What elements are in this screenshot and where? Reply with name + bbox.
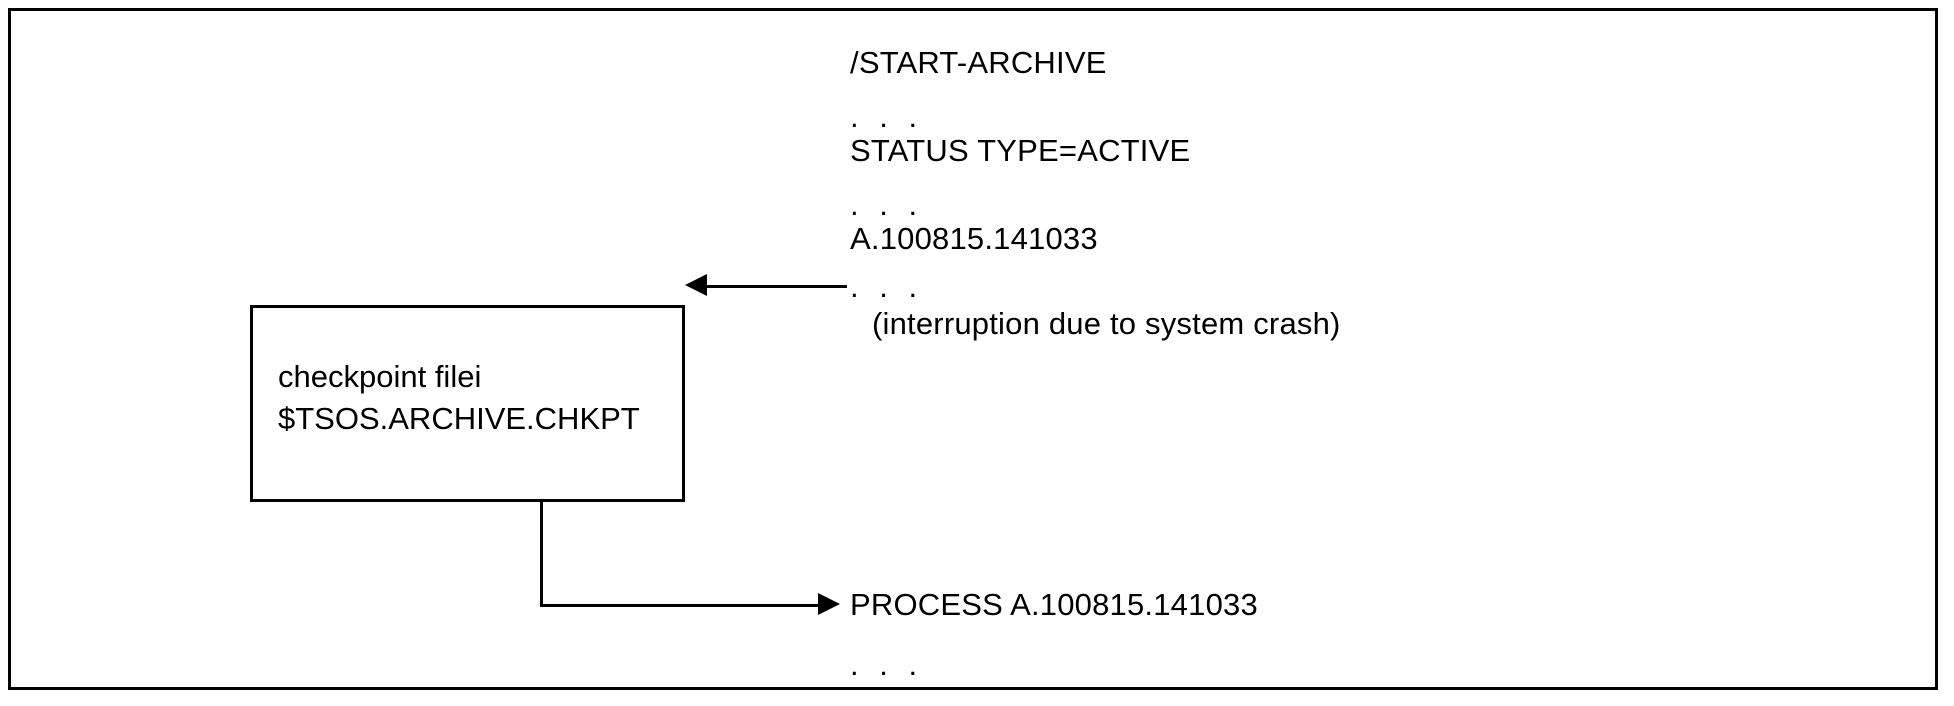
interruption-note: (interruption due to system crash) xyxy=(872,306,1341,341)
restart-connector-horizontal-line xyxy=(540,604,818,607)
ellipsis-3: . . . xyxy=(850,269,924,304)
command-line-status-type-active: STATUS TYPE=ACTIVE xyxy=(850,133,1191,168)
figure-border xyxy=(8,8,1938,690)
restart-arrowhead-icon xyxy=(818,593,840,615)
command-line-start-archive: /START-ARCHIVE xyxy=(850,45,1107,80)
checkpoint-box-line-2: $TSOS.ARCHIVE.CHKPT xyxy=(278,401,640,436)
write-checkpoint-connector-line xyxy=(707,285,847,288)
checkpoint-box-line-1: checkpoint filei xyxy=(278,359,482,394)
ellipsis-1: . . . xyxy=(850,99,924,134)
restart-connector-vertical-line xyxy=(540,502,543,606)
command-line-process-run-id: PROCESS A.100815.141033 xyxy=(850,587,1258,622)
ellipsis-2: . . . xyxy=(850,187,924,222)
write-checkpoint-arrowhead-icon xyxy=(685,274,707,296)
ellipsis-4: . . . xyxy=(850,647,924,682)
checkpoint-file-box: checkpoint filei $TSOS.ARCHIVE.CHKPT xyxy=(250,305,685,502)
archive-run-identifier: A.100815.141033 xyxy=(850,221,1098,256)
